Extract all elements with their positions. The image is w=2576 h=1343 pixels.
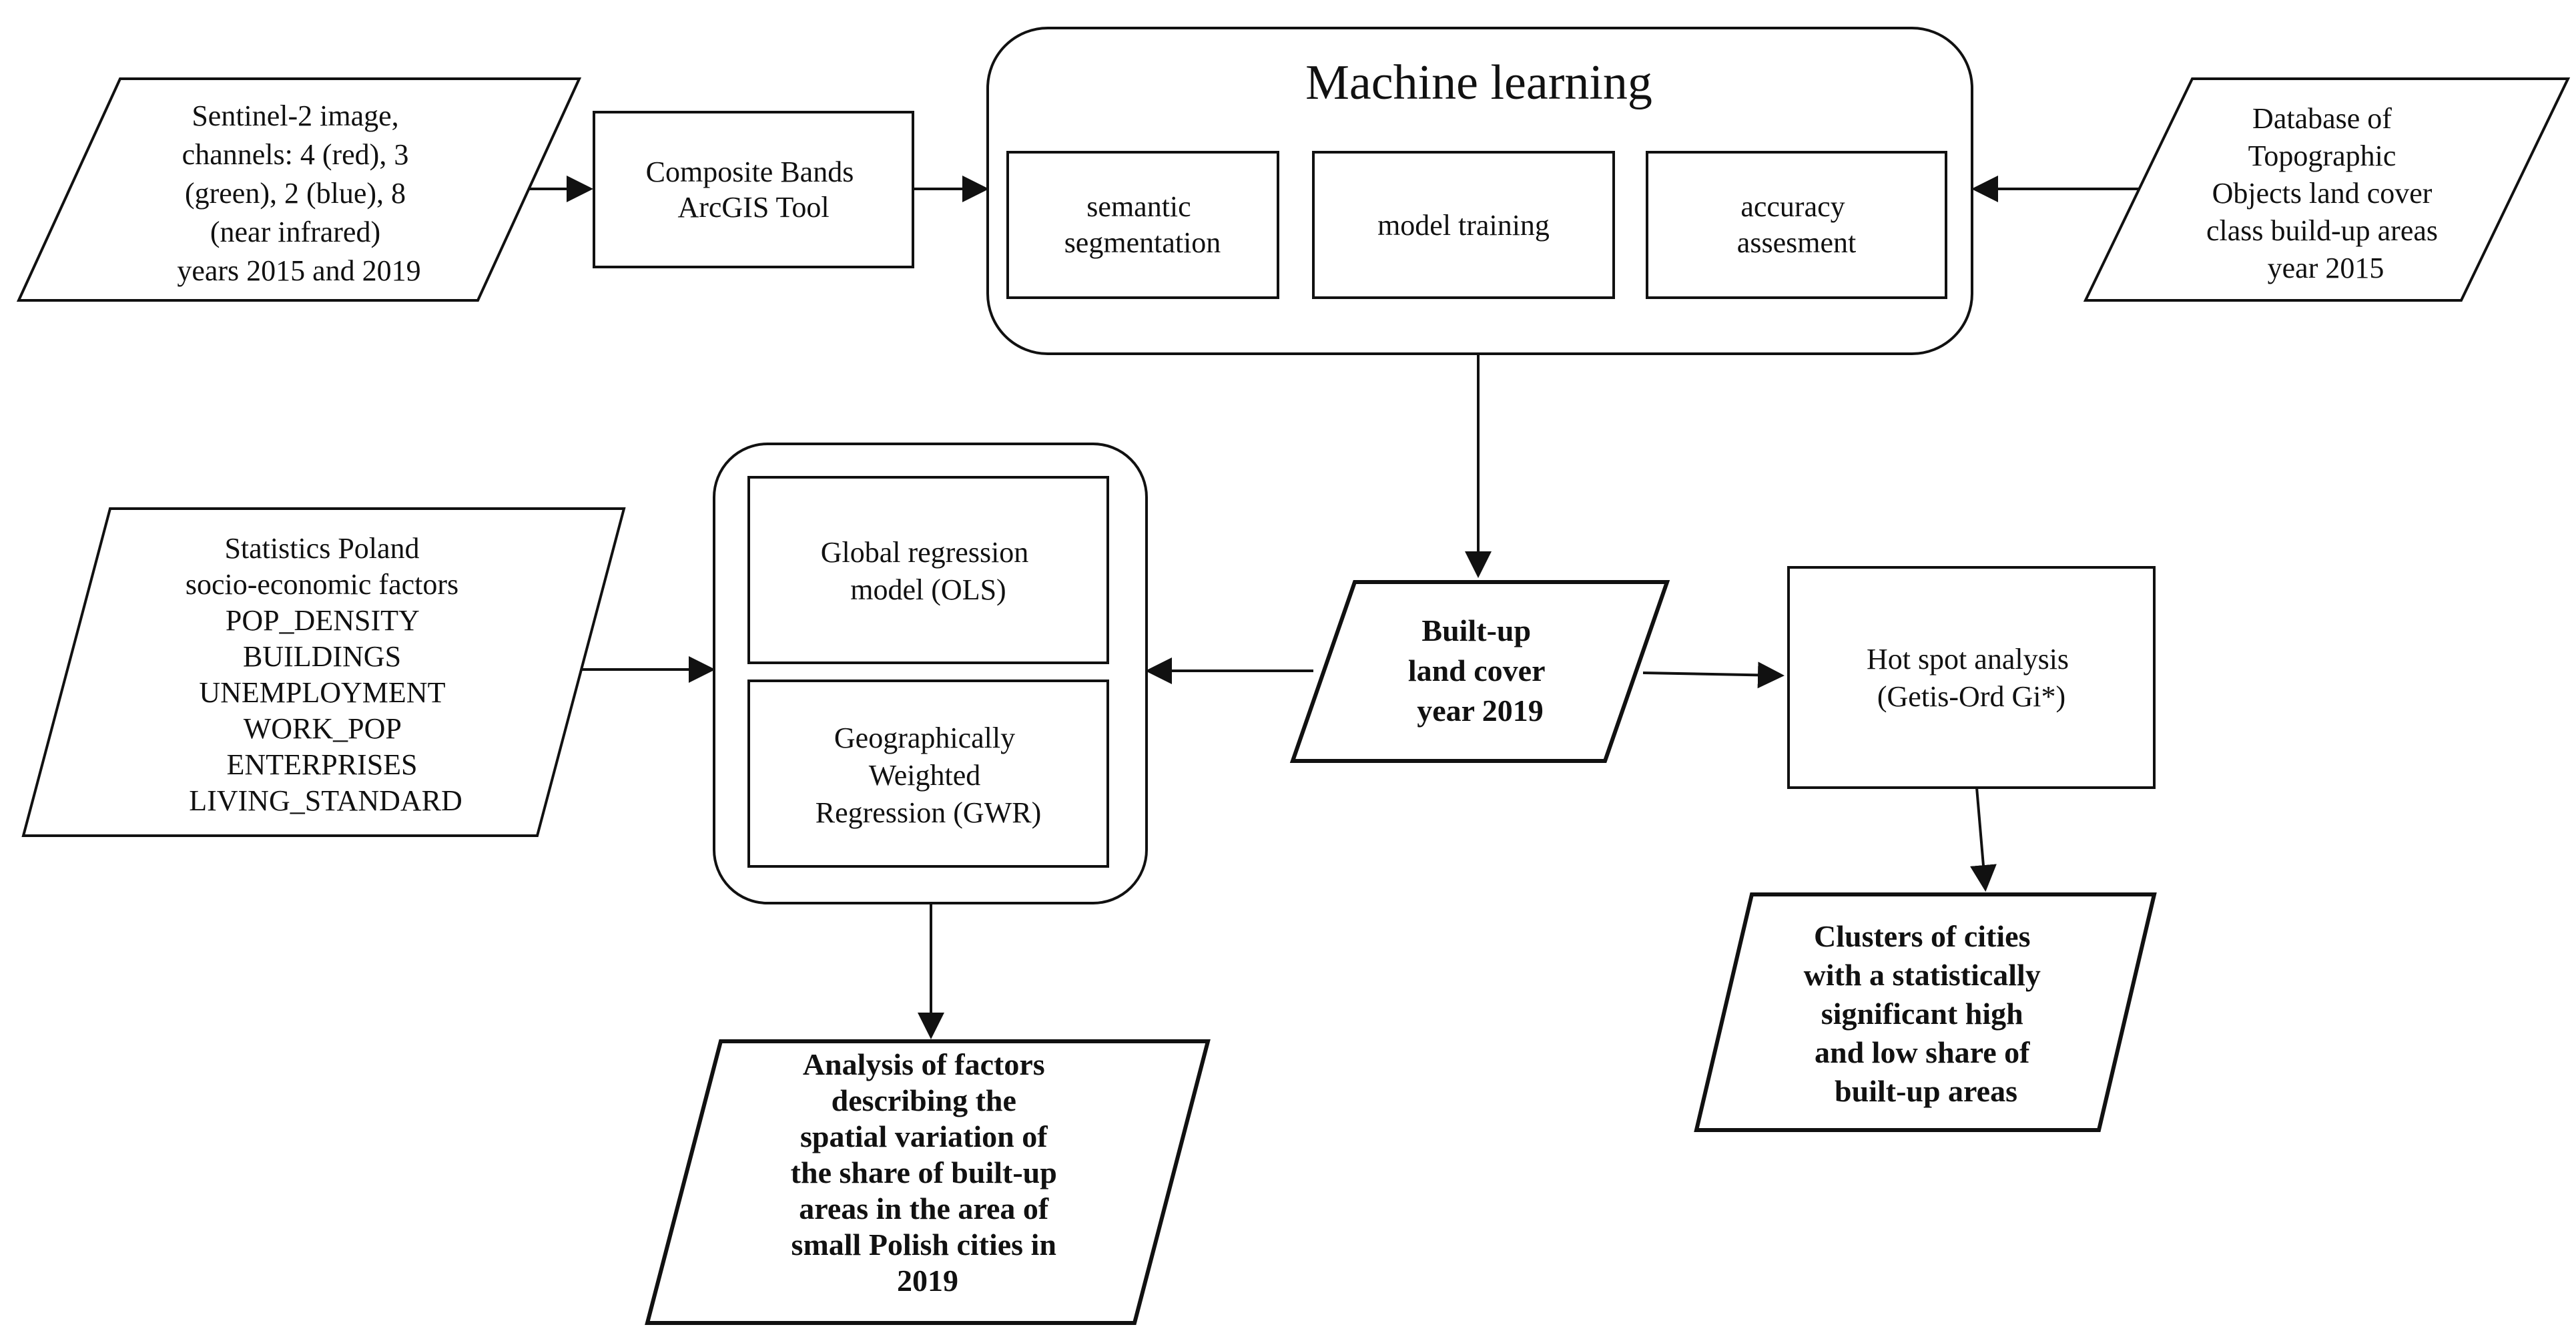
node-builtup-land-cover: Built-up land cover year 2019: [1289, 580, 1670, 763]
gwr-line-3: Regression (GWR): [816, 796, 1042, 829]
builtup-line-1: Built-up: [1421, 613, 1531, 647]
svg-text:Built-up land cover: Built-up land cover year 2019: [1408, 613, 1552, 728]
svg-text:Global regression mode: Global regression model (OLS): [821, 536, 1036, 606]
step-model-training: model training: [1312, 151, 1615, 299]
svg-text:semantic segmentation: semantic segmentation: [1064, 190, 1221, 259]
node-machine-learning: Machine learning semantic segmentation m…: [986, 27, 1973, 355]
factors-line-3: spatial variation of: [800, 1119, 1048, 1153]
composite-line-2: ArcGIS Tool: [677, 191, 829, 224]
database-line-3: Objects land cover: [2212, 177, 2433, 210]
edge-hotspot-to-clusters: [1970, 787, 1997, 892]
clusters-line-5: built-up areas: [1835, 1074, 2017, 1108]
database-line-5: year 2015: [2268, 252, 2384, 284]
step-semantic-segmentation: semantic segmentation: [1006, 151, 1279, 299]
svg-text:accuracy assesment: accuracy assesment: [1737, 190, 1856, 259]
sentinel-line-2: channels: 4 (red), 3: [182, 138, 409, 171]
factors-line-6: small Polish cities in: [791, 1228, 1056, 1262]
model-gwr: Geographically Weighted Regression (GWR): [747, 680, 1109, 868]
statistics-line-8: LIVING_STANDARD: [189, 784, 462, 817]
builtup-line-2: land cover: [1408, 653, 1545, 688]
statistics-line-4: BUILDINGS: [243, 640, 401, 673]
semantic-line-2: segmentation: [1064, 226, 1221, 259]
ols-line-1: Global regression: [821, 536, 1029, 569]
edges: [507, 176, 2142, 1039]
svg-text:Database of Topographic: Database of Topographic Objects land cov…: [2206, 102, 2445, 284]
node-statistics-poland: Statistics Poland socio-economic factors…: [21, 507, 626, 837]
sentinel-line-3: (green), 2 (blue), 8: [185, 177, 406, 210]
builtup-line-3: year 2019: [1417, 694, 1544, 728]
database-line-4: class build-up areas: [2206, 214, 2438, 247]
sentinel-line-5: years 2015 and 2019: [177, 254, 420, 287]
node-sentinel-input: Sentinel-2 image, channels: 4 (red), 3 (…: [16, 77, 582, 302]
hotspot-line-1: Hot spot analysis: [1867, 643, 2069, 676]
node-topographic-database: Database of Topographic Objects land cov…: [2083, 77, 2571, 302]
accuracy-line-1: accuracy: [1740, 190, 1845, 223]
factors-line-1: Analysis of factors: [803, 1047, 1045, 1081]
accuracy-line-2: assesment: [1737, 226, 1856, 259]
factors-line-5: areas in the area of: [799, 1191, 1049, 1226]
node-regression-models: Global regression model (OLS) Geographic…: [713, 443, 1148, 904]
statistics-line-1: Statistics Poland: [224, 532, 419, 565]
statistics-line-5: UNEMPLOYMENT: [199, 676, 445, 709]
clusters-line-2: with a statistically: [1804, 958, 2041, 992]
statistics-line-7: ENTERPRISES: [226, 748, 417, 781]
hotspot-line-2: (Getis-Ord Gi*): [1877, 680, 2065, 713]
svg-text:Geographically Weighte: Geographically Weighted Regression (GWR): [816, 722, 1042, 829]
ols-line-2: model (OLS): [850, 573, 1006, 606]
statistics-line-6: WORK_POP: [244, 712, 401, 745]
node-composite-bands: Composite Bands ArcGIS Tool: [593, 111, 914, 268]
sentinel-line-4: (near infrared): [210, 216, 380, 248]
model-ols: Global regression model (OLS): [747, 476, 1109, 664]
step-accuracy-assessment: accuracy assesment: [1646, 151, 1947, 299]
model-training-line-1: model training: [1377, 209, 1550, 242]
svg-text:Clusters of cities with: Clusters of cities with a statistically …: [1804, 919, 2049, 1108]
clusters-line-3: significant high: [1821, 997, 2023, 1031]
svg-text:Analysis of factors des: Analysis of factors describing the spati…: [791, 1047, 1065, 1298]
svg-text:Sentinel-2 image, channe: Sentinel-2 image, channels: 4 (red), 3 (…: [177, 99, 420, 287]
semantic-line-1: semantic: [1086, 190, 1191, 223]
svg-text:Statistics Poland socio-: Statistics Poland socio-economic factors…: [186, 532, 466, 817]
node-clusters-output: Clusters of cities with a statistically …: [1694, 892, 2157, 1132]
factors-line-4: the share of built-up: [791, 1155, 1057, 1189]
composite-line-1: Composite Bands: [646, 156, 854, 188]
clusters-line-1: Clusters of cities: [1814, 919, 2030, 953]
svg-text:Composite Bands ArcGIS T: Composite Bands ArcGIS Tool: [646, 156, 862, 224]
gwr-line-2: Weighted: [869, 759, 981, 792]
machine-learning-title: Machine learning: [1305, 55, 1652, 110]
clusters-line-4: and low share of: [1815, 1035, 2030, 1069]
sentinel-line-1: Sentinel-2 image,: [192, 99, 398, 132]
factors-line-7: 2019: [897, 1264, 958, 1298]
statistics-line-2: socio-economic factors: [186, 568, 458, 601]
statistics-line-3: POP_DENSITY: [226, 604, 419, 637]
gwr-line-1: Geographically: [834, 722, 1015, 754]
svg-text:Hot spot analysis (Getis: Hot spot analysis (Getis-Ord Gi*): [1867, 643, 2076, 713]
database-line-2: Topographic: [2248, 140, 2396, 172]
node-hot-spot-analysis: Hot spot analysis (Getis-Ord Gi*): [1787, 566, 2156, 789]
factors-line-2: describing the: [832, 1083, 1016, 1117]
edge-builtup-to-hotspot: [1642, 661, 1785, 689]
database-line-1: Database of: [2252, 102, 2392, 135]
node-factors-output: Analysis of factors describing the spati…: [645, 1039, 1211, 1325]
